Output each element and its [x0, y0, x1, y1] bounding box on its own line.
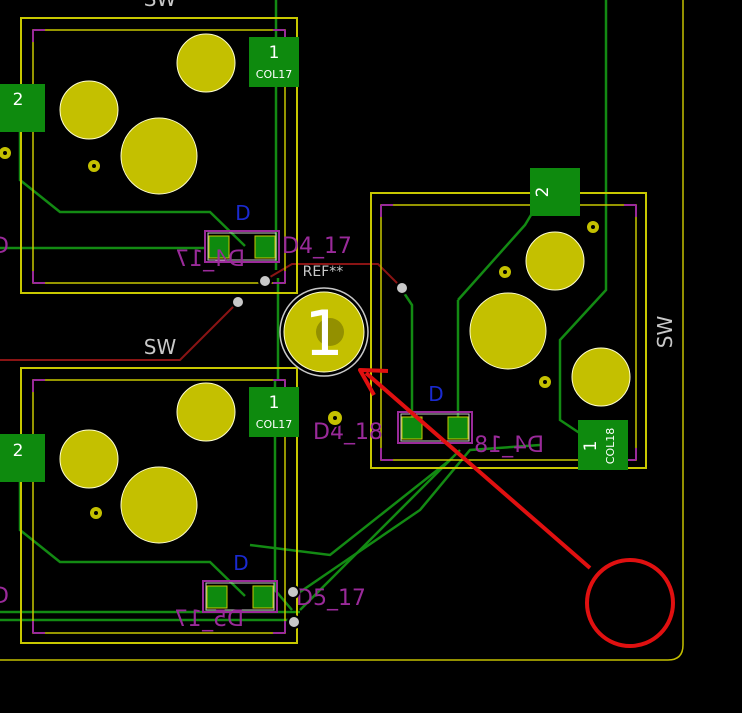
- pad-smd: [0, 84, 45, 132]
- pin1-net-label: COL17: [256, 418, 292, 431]
- switch-ref: SW: [144, 335, 177, 359]
- board-edge: [0, 0, 684, 661]
- diode-pad: [401, 416, 423, 440]
- hole-number: 1: [304, 297, 343, 370]
- offscreen-ref: D: [0, 584, 9, 609]
- diode-ref-back: D5_17: [174, 607, 244, 632]
- center-hole: [120, 466, 198, 544]
- switch-outline: [370, 192, 647, 469]
- pad-thru: [176, 33, 236, 93]
- back-traces: [0, 263, 403, 361]
- switch-outline: [20, 17, 298, 294]
- switch-inner-outline: [32, 379, 286, 634]
- annotation-circle: [585, 558, 675, 648]
- switch-bottom-left[interactable]: 1 COL17 2 SW: [0, 335, 299, 644]
- diode-silk-letter: D: [235, 201, 250, 225]
- pin1-net-label: COL18: [604, 428, 617, 464]
- diode-d5-17[interactable]: D D5_17 D5_17: [174, 551, 366, 632]
- switch-ref: SW: [653, 316, 677, 349]
- switch-top-left[interactable]: 1 COL17 2 SW: [0, 0, 299, 294]
- pad-thru: [571, 347, 631, 407]
- switch-inner-outline: [32, 29, 286, 284]
- pad-smd: [0, 434, 45, 482]
- center-hole: [469, 292, 547, 370]
- diode-pad: [447, 416, 469, 440]
- pad-thru: [176, 382, 236, 442]
- pin2-number: 2: [13, 90, 24, 110]
- hole-ref: REF**: [303, 264, 344, 280]
- pin1-number: 1: [581, 441, 601, 452]
- diode-pad: [206, 585, 228, 609]
- switch-outline: [20, 367, 298, 644]
- diode-ref-front: D5_17: [296, 586, 366, 611]
- pin2-number: 2: [533, 187, 553, 198]
- diode-ref-back: D4_17: [175, 247, 245, 272]
- diode-d4-18[interactable]: D D4_18 D4_18: [313, 382, 544, 458]
- pad-smd: [249, 37, 299, 87]
- diode-d4-17[interactable]: D D4_17 D4_17: [175, 201, 352, 272]
- mounting-hole[interactable]: 1 REF**: [279, 264, 369, 377]
- pad-smd: [530, 168, 580, 216]
- pin1-net-label: COL17: [256, 68, 292, 81]
- offscreen-ref: D: [0, 234, 9, 259]
- pad-thru: [59, 429, 119, 489]
- switch-right[interactable]: 2 1 COL18 SW: [370, 168, 677, 470]
- diode-silk-letter: D: [233, 551, 248, 575]
- pin1-number: 1: [269, 393, 280, 413]
- pad-thru: [59, 80, 119, 140]
- diode-pad: [252, 585, 274, 609]
- diode-ref-back: D4_18: [474, 433, 544, 458]
- switch-ref: SW: [144, 0, 177, 11]
- vias: [231, 274, 409, 629]
- diode-pad: [254, 235, 276, 259]
- pin2-number: 2: [13, 441, 24, 461]
- diode-silk-letter: D: [428, 382, 443, 406]
- switch-inner-outline: [380, 204, 637, 461]
- diode-ref-front: D4_17: [282, 234, 352, 259]
- hole-pad: [283, 291, 365, 373]
- annotation-arrow: [358, 368, 592, 570]
- pad-thru: [525, 231, 585, 291]
- pad-smd: [249, 387, 299, 437]
- hole-courtyard: [279, 287, 369, 377]
- center-hole: [120, 117, 198, 195]
- diode-ref-front: D4_18: [313, 420, 383, 445]
- diode-pad: [208, 235, 230, 259]
- pin1-number: 1: [269, 43, 280, 63]
- pad-smd: [578, 420, 628, 470]
